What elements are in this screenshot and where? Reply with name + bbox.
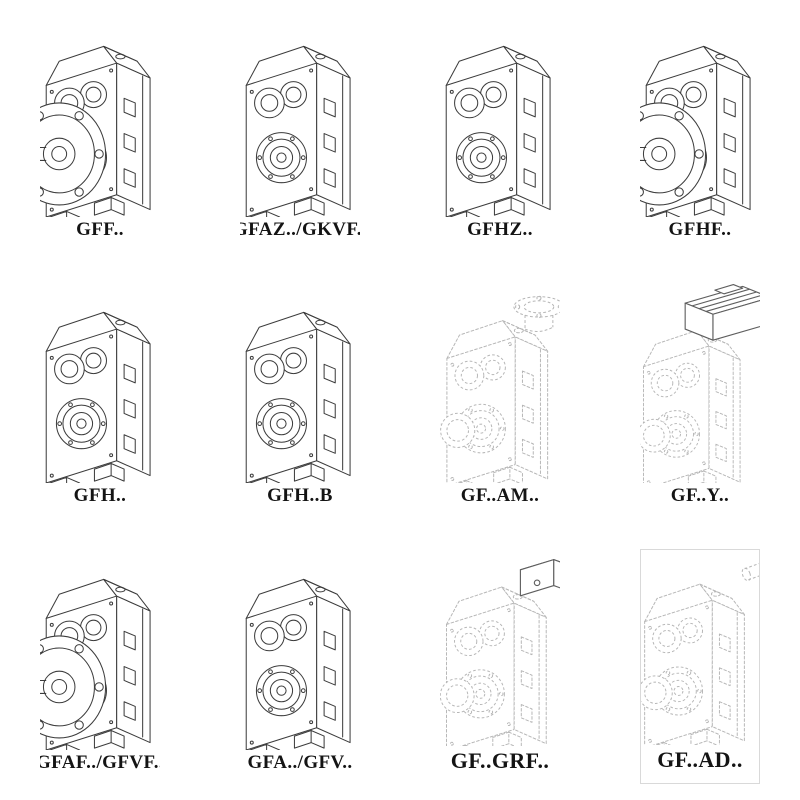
input-shaft-icon: [740, 559, 759, 583]
motor-icon: [684, 284, 760, 342]
catalog-cell: GF..AD..: [640, 549, 760, 784]
catalog-cell: GF..GRF..: [440, 549, 560, 784]
catalog-cell: GFF..: [40, 16, 160, 251]
gearbox-drawing-gf-am: [440, 295, 560, 484]
model-label: GF..AD..: [657, 746, 743, 772]
gearbox-drawing-gfa-gfv: [245, 578, 351, 750]
model-label: GFH..B: [267, 485, 333, 507]
model-label: GFAZ../GKVF..: [240, 218, 360, 240]
catalog-cell: GFHZ..: [440, 16, 560, 251]
model-label: GFAF../GFVF..: [40, 751, 160, 773]
model-label: GFHZ..: [467, 218, 533, 240]
gearbox-drawing-gfhz: [445, 45, 551, 217]
gearbox-drawing-gf-grf: [440, 559, 560, 746]
gearbox-drawing-gff: [40, 45, 151, 217]
model-label: GFA../GFV..: [247, 751, 353, 773]
model-label: GFH..: [73, 485, 127, 507]
gearbox-drawing-gfaz-gkvf: [245, 45, 351, 217]
catalog-cell: GF..AM..: [440, 283, 560, 518]
catalog-cell: GFH..: [40, 283, 160, 518]
model-label: GF..Y..: [670, 485, 730, 507]
model-label: GFHF..: [668, 218, 732, 240]
adapter-box-icon: [519, 559, 560, 597]
gearbox-drawing-gfhf: [640, 45, 751, 217]
model-label: GF..AM..: [460, 485, 540, 507]
catalog-cell: GFAZ../GKVF..: [240, 16, 360, 251]
gearbox-drawing-gfaf-gfvf: [40, 578, 151, 750]
catalog-cell: GFH..B: [240, 283, 360, 518]
model-label: GFF..: [76, 218, 124, 240]
gearbox-drawing-gfh: [45, 312, 151, 484]
catalog-cell: GFA../GFV..: [240, 549, 360, 784]
catalog-cell: GF..Y..: [640, 283, 760, 518]
gearbox-drawing-gf-ad: [641, 559, 759, 745]
catalog-cell: GFHF..: [640, 16, 760, 251]
catalog-cell: GFAF../GFVF..: [40, 549, 160, 784]
gearbox-drawing-gfh-b: [245, 312, 351, 484]
model-label: GF..GRF..: [450, 747, 550, 773]
gearbox-drawing-gf-y: [640, 284, 760, 484]
